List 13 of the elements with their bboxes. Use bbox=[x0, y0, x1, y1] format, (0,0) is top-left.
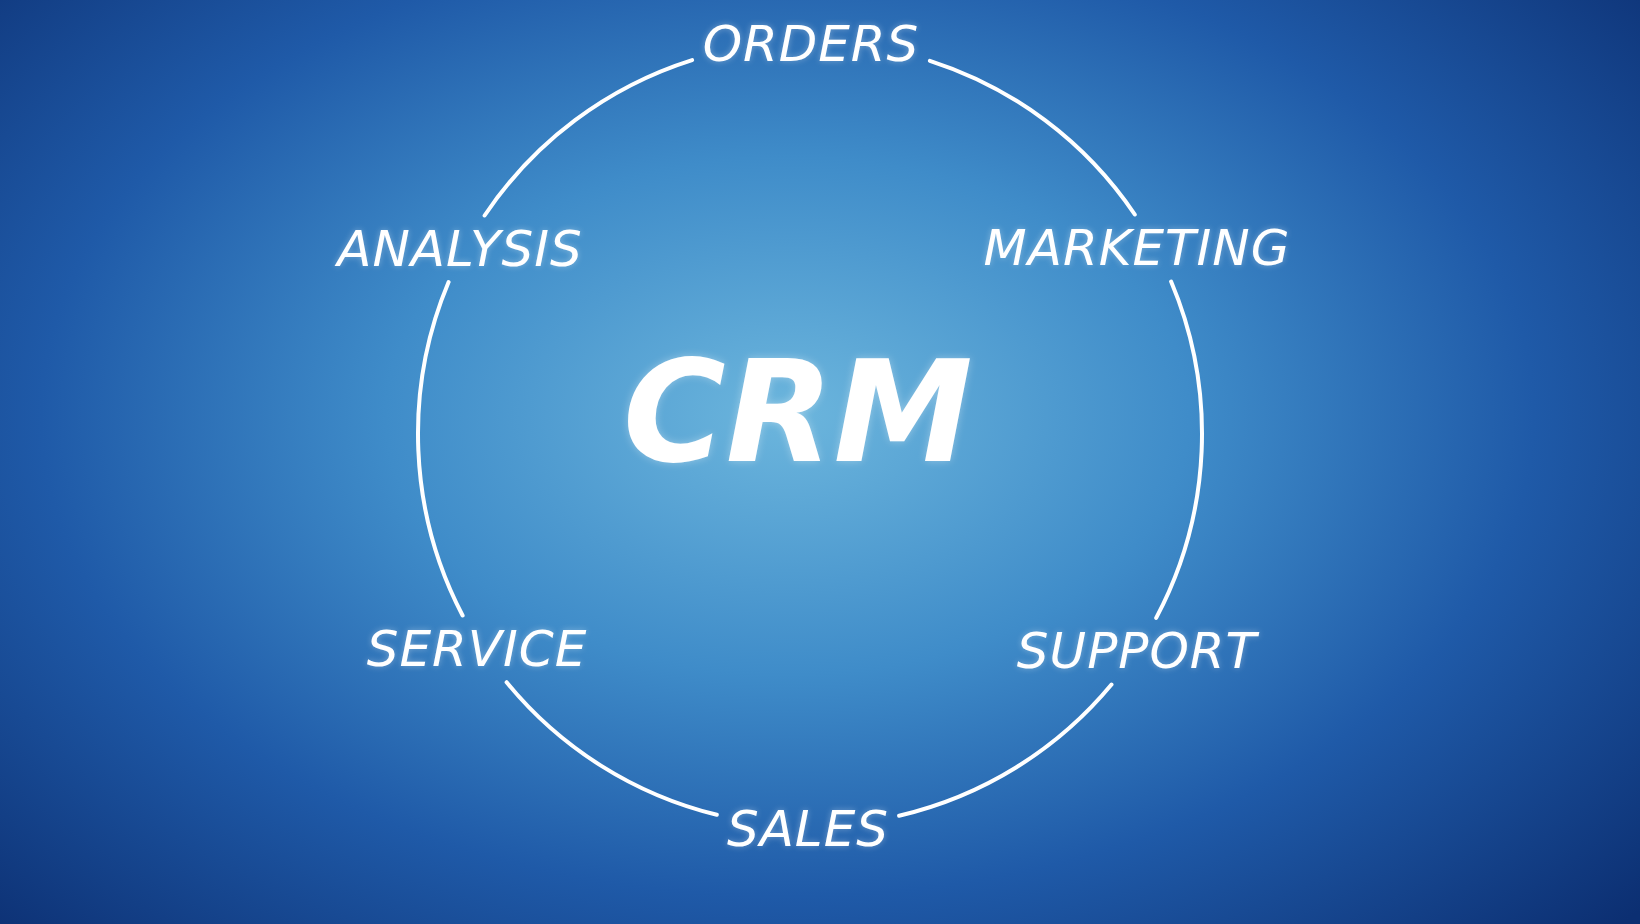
category-label: MARKETING bbox=[973, 215, 1301, 281]
category-label: ORDERS bbox=[692, 11, 930, 77]
circle-arc-connector bbox=[504, 680, 719, 817]
category-label: SUPPORT bbox=[1006, 618, 1268, 684]
circle-arc-connector bbox=[416, 280, 465, 618]
circle-arc-connector bbox=[482, 58, 695, 218]
category-label: SALES bbox=[716, 796, 900, 862]
center-heading: CRM bbox=[623, 330, 973, 494]
circle-arc-connector bbox=[897, 682, 1114, 818]
circle-arc-connector bbox=[927, 58, 1137, 217]
circle-arc-connector bbox=[1154, 279, 1204, 620]
category-label: ANALYSIS bbox=[327, 216, 593, 282]
category-label: SERVICE bbox=[356, 616, 598, 682]
